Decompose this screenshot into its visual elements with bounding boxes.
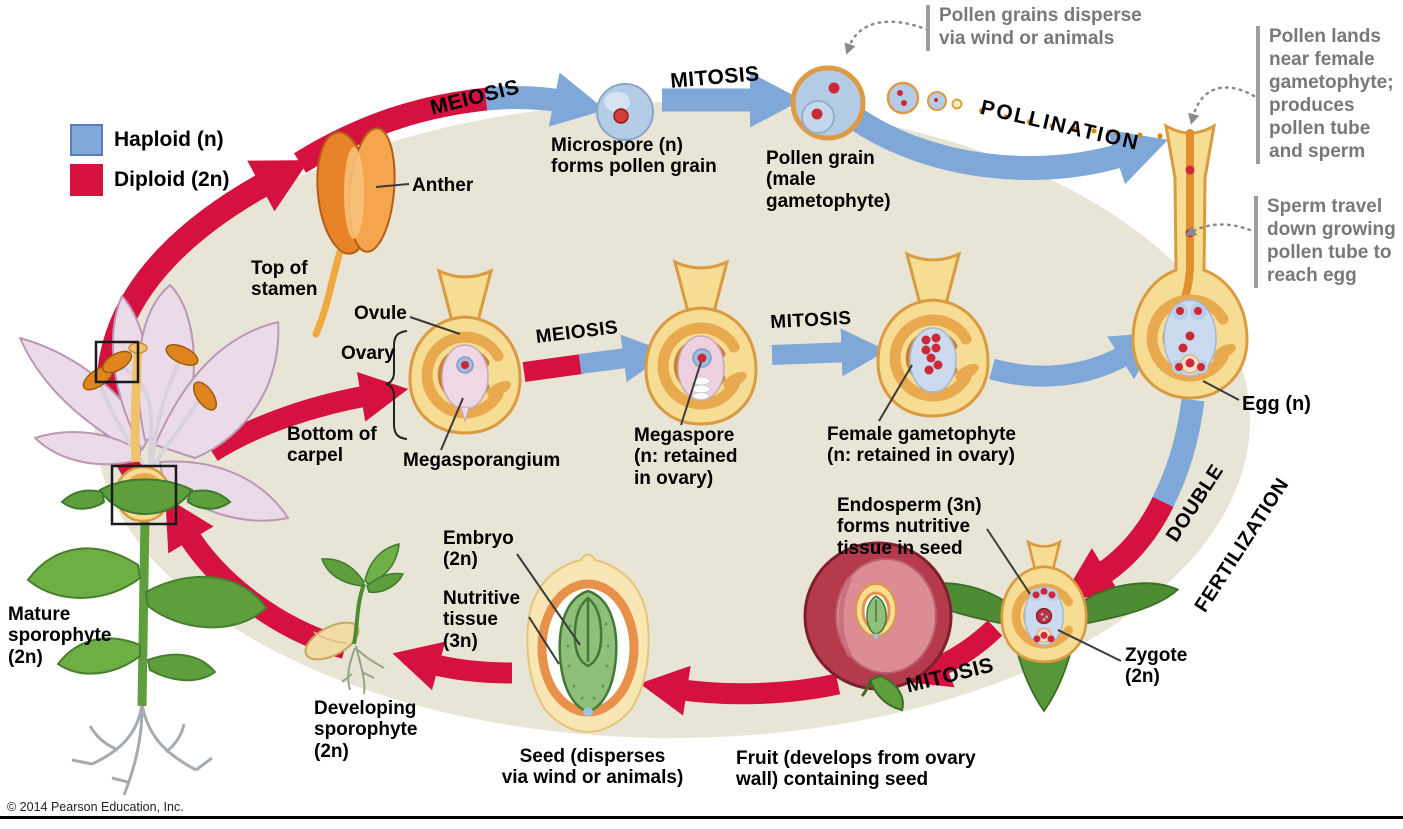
ploidy-legend: Haploid (n) Diploid (2n) (70, 124, 229, 196)
haploid-swatch (70, 124, 103, 156)
embryo-texture (566, 604, 610, 700)
mature-sporophyte-illustration (19, 284, 289, 796)
label-bottom-of-carpel: Bottom of carpel (287, 424, 377, 467)
arrow-carpel-to-ovule (206, 371, 409, 461)
label-top-of-stamen: Top of stamen (251, 258, 318, 301)
developing-sporophyte-illustration (304, 543, 405, 695)
anther-illustration (312, 127, 396, 338)
label-megasporangium: Megasporangium (403, 450, 561, 471)
legend-diploid: Diploid (2n) (70, 164, 229, 196)
bottom-rule (0, 816, 1403, 819)
label-pollen-grain: Pollen grain (male gametophyte) (766, 148, 891, 212)
copyright-notice: © 2014 Pearson Education, Inc. (7, 800, 184, 814)
sepals (60, 478, 232, 515)
diploid-swatch (70, 164, 103, 196)
carpel-pollen-tube-illustration (1131, 123, 1249, 400)
endosperm-stage-illustration (908, 539, 1180, 713)
label-developing-sporophyte: Developing sporophyte (2n) (314, 698, 418, 762)
label-egg: Egg (n) (1242, 393, 1311, 415)
label-ovary: Ovary (341, 343, 395, 364)
label-nutritive-tissue: Nutritive tissue (3n) (443, 588, 521, 652)
petals (19, 284, 289, 522)
megaspore-stage-illustration (644, 259, 758, 426)
label-mature-sporophyte: Mature sporophyte (2n) (8, 604, 112, 668)
arrow-meiosis-mid-blue (578, 334, 669, 383)
arrow-pollination (851, 109, 1168, 185)
pollen-grain-illustration (790, 65, 866, 141)
label-fruit: Fruit (develops from ovary wall) contain… (736, 748, 976, 791)
arrow-seed-to-sporophyte (392, 641, 513, 691)
label-zygote: Zygote (2n) (1125, 645, 1188, 688)
label-female-gametophyte: Female gametophyte (n: retained in ovary… (827, 424, 1016, 467)
arrow-fruit-to-seed (639, 665, 841, 716)
callout-pollen-lands: Pollen lands near female gametophyte; pr… (1256, 26, 1394, 164)
label-megaspore: Megaspore (n: retained in ovary) (634, 425, 738, 489)
arrow-mitosis-mid (771, 328, 888, 377)
roots (71, 703, 213, 796)
diploid-label: Diploid (2n) (114, 168, 230, 191)
arrow-gametophyte-to-carpel (989, 332, 1162, 387)
label-endosperm: Endosperm (3n) forms nutritive tissue in… (837, 495, 982, 559)
label-microspore: Microspore (n) forms pollen grain (551, 135, 717, 178)
arrow-meiosis-mid-red (522, 354, 584, 382)
dispersing-pollen-grains (886, 81, 1163, 139)
label-anther: Anther (412, 175, 474, 196)
leader-lines (375, 183, 1240, 665)
seed-illustration (526, 553, 650, 734)
seedling-roots (341, 645, 385, 695)
legend-haploid: Haploid (n) (70, 124, 229, 156)
leaves (26, 547, 268, 682)
arrow-mitosis-bottom (900, 620, 1003, 688)
haploid-label: Haploid (n) (114, 128, 224, 151)
label-embryo: Embryo (2n) (443, 528, 514, 571)
callout-dotted-arrows (844, 20, 1256, 236)
stamen-highlight-box (94, 340, 140, 384)
callout-sperm-travel: Sperm travel down growing pollen tube to… (1254, 196, 1396, 288)
callout-pollen-disperse: Pollen grains disperse via wind or anima… (926, 5, 1142, 51)
arrow-double-fertilization-red (1061, 496, 1174, 600)
label-ovule: Ovule (354, 303, 407, 324)
arrow-meiosis-top-blue (484, 72, 606, 127)
carpel-highlight-box (110, 464, 178, 526)
microspore-illustration (596, 83, 654, 141)
arc-right-blue (1151, 398, 1205, 510)
ovule-stage-illustration (408, 268, 522, 435)
female-gametophyte-illustration (876, 251, 990, 418)
label-seed: Seed (disperses via wind or animals) (501, 746, 684, 789)
ovary-bracket (385, 330, 408, 440)
fruit-illustration (803, 541, 953, 712)
